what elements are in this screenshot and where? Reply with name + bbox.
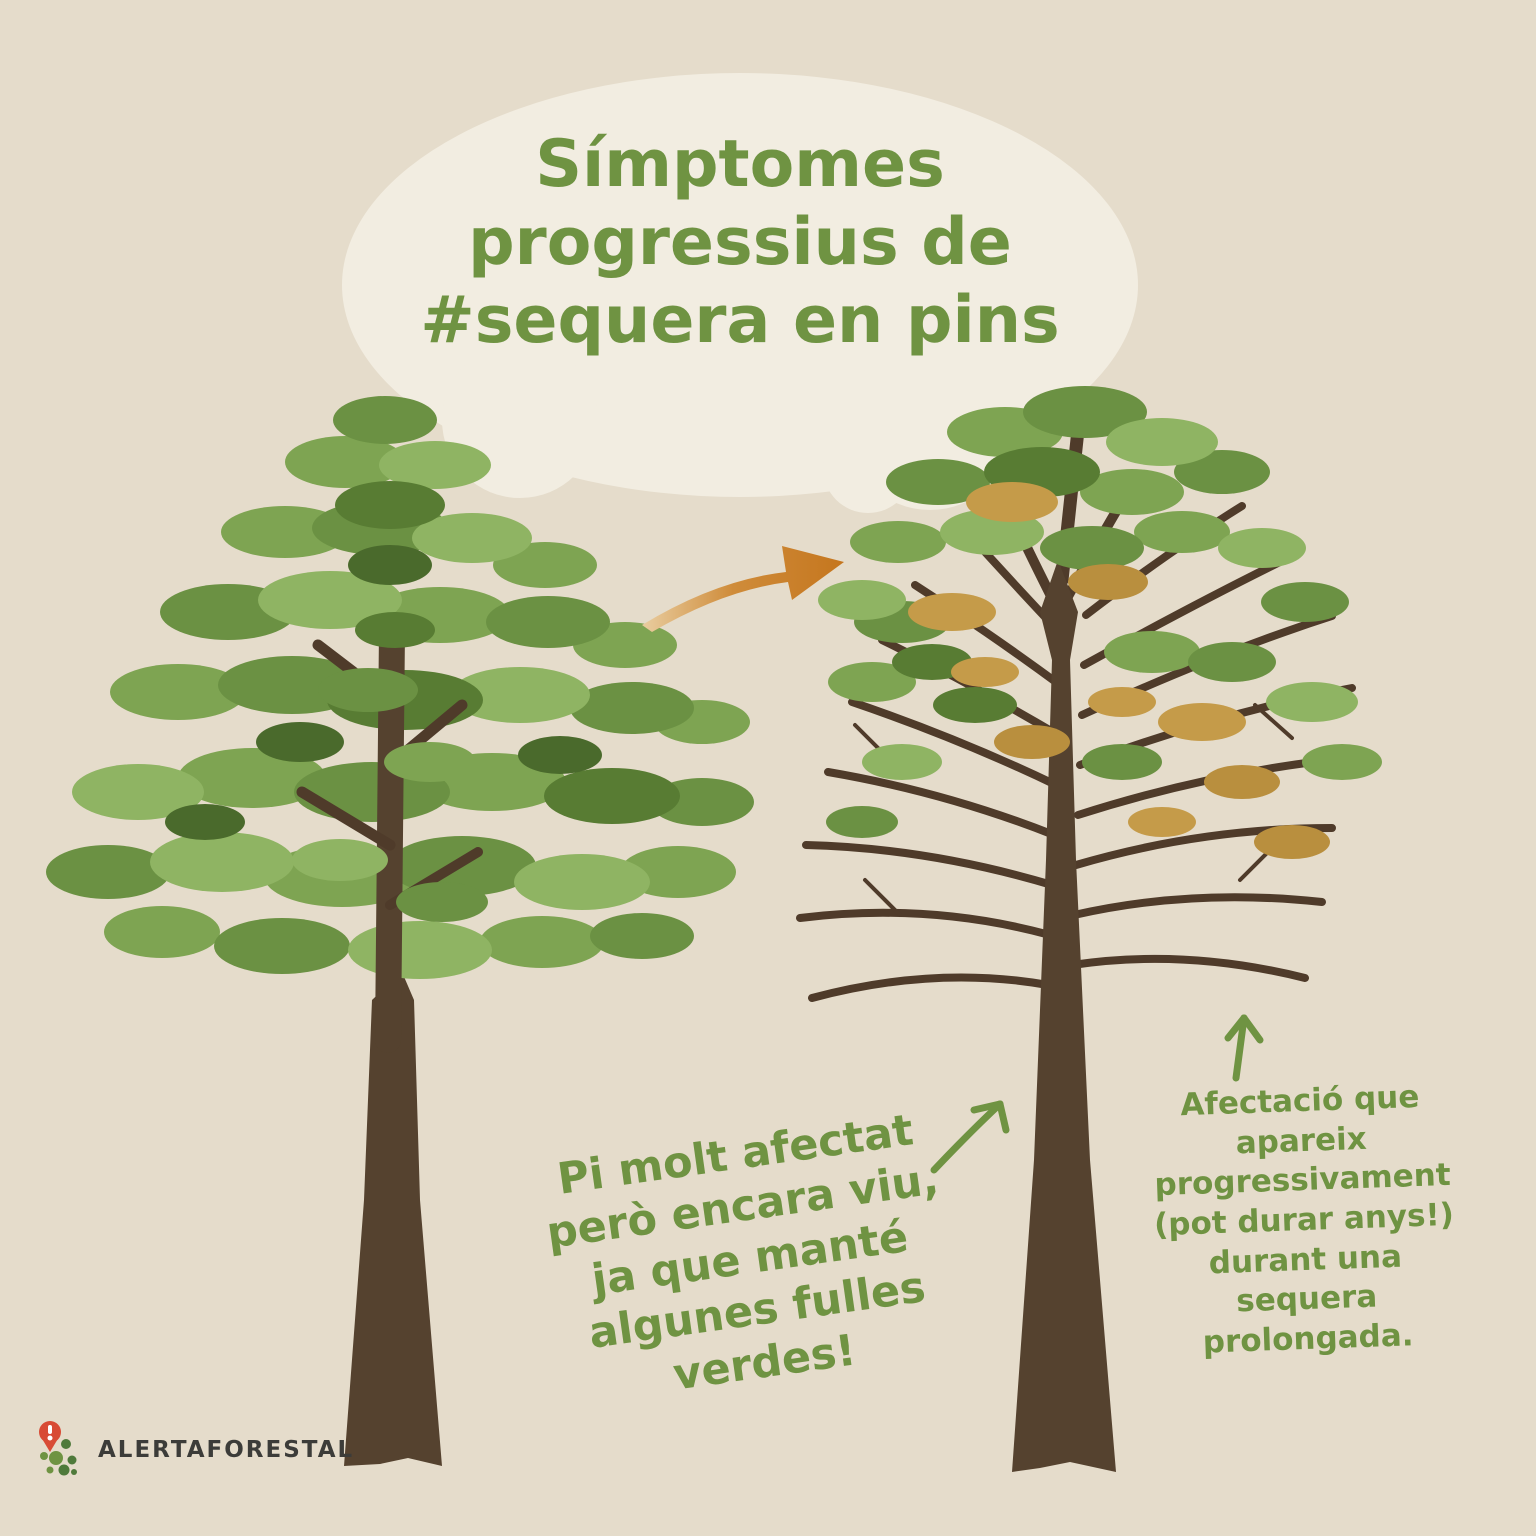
- title-line: #sequera en pins: [420, 283, 1060, 358]
- logo-pin-icon: [39, 1421, 77, 1476]
- logo-text: ALERTAFORESTAL: [98, 1437, 355, 1463]
- note-arrow-diagonal-icon: [930, 1100, 1010, 1174]
- page-title: Símptomes progressius de #sequera en pin…: [340, 126, 1140, 360]
- title-line: Símptomes: [535, 127, 945, 202]
- affected-pine-illustration: [796, 386, 1382, 1472]
- speech-bubble: [342, 73, 1138, 513]
- foliage-blend: [292, 612, 488, 922]
- logo: ALERTAFORESTAL: [28, 1418, 354, 1482]
- title-line: progressius de: [468, 205, 1012, 280]
- note-arrow-up-icon: [1224, 1014, 1264, 1082]
- healthy-pine-illustration: [46, 396, 754, 1466]
- transition-arrow-icon: [642, 546, 844, 632]
- progression-note: Afectació que apareix progressivament (p…: [1127, 1076, 1480, 1366]
